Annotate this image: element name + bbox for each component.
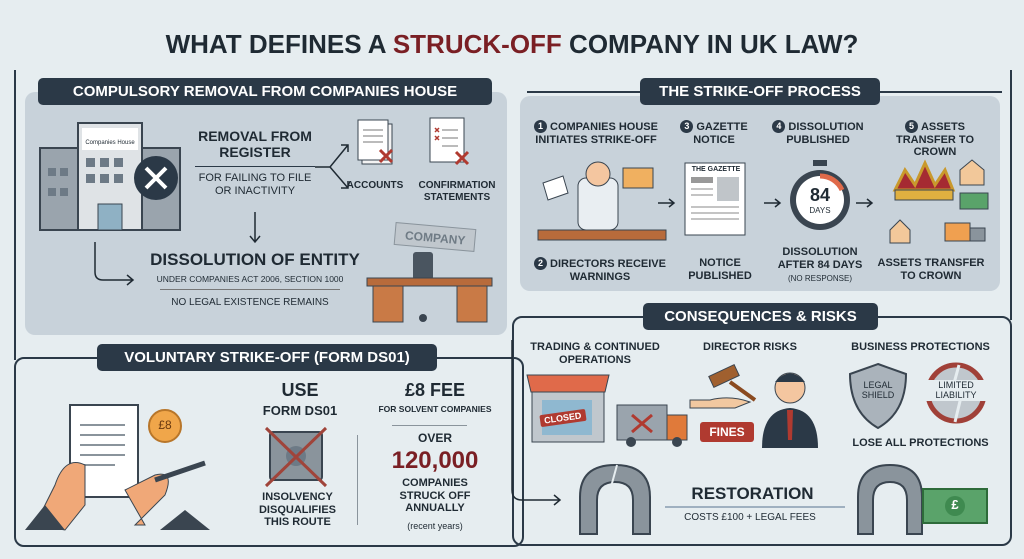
title-highlight: STRUCK-OFF: [392, 29, 562, 59]
accounts-document-icon: [357, 119, 394, 165]
pound-symbol: £: [951, 497, 959, 512]
process-caption-dissolution: DISSOLUTION AFTER 84 DAYS: [777, 246, 863, 271]
restoration-arrow: [665, 506, 845, 508]
crown-assets-icon: [889, 159, 989, 244]
timer-number: 84: [809, 185, 831, 205]
divider: [392, 425, 467, 426]
director-risks-label: DIRECTOR RISKS: [703, 341, 797, 353]
down-arrow-icon: [249, 212, 261, 244]
step-number: 2: [534, 257, 548, 270]
limited-liability-label: LIMITED LIABILITY: [922, 380, 990, 401]
business-protections-label: BUSINESS PROTECTIONS: [851, 341, 990, 353]
title-text: WHAT DEFINES A: [165, 29, 393, 59]
gazette-newspaper-icon: [684, 162, 746, 236]
restoration-loop-arrow-icon: [511, 340, 562, 506]
consequences-header: CONSEQUENCES & RISKS: [643, 303, 878, 330]
stressed-director-icon: [537, 161, 667, 241]
compulsory-header: COMPULSORY REMOVAL FROM COMPANIES HOUSE: [38, 78, 492, 105]
count-label: COMPANIES STRUCK OFF ANNUALLY: [399, 477, 471, 515]
confirmation-statement-icon: [429, 117, 470, 166]
branch-arrow-icon: [315, 144, 349, 189]
process-caption-crown: ASSETS TRANSFER TO CROWN: [877, 257, 985, 282]
timer-unit: DAYS: [809, 206, 831, 215]
removal-reason: FOR FAILING TO FILE OR INACTIVITY: [198, 172, 312, 197]
count-note: (recent years): [407, 521, 463, 531]
insolvency-note: INSOLVENCY DISQUALIFIES THIS ROUTE: [258, 491, 336, 529]
fines-badge: FINES: [700, 422, 754, 442]
use-label: USE: [281, 380, 319, 400]
voluntary-header: VOLUNTARY STRIKE-OFF (FORM DS01): [97, 344, 437, 371]
dissolution-note: NO LEGAL EXISTENCE REMAINS: [171, 297, 329, 308]
dissolution-title: DISSOLUTION OF ENTITY: [150, 250, 360, 269]
connector-line: [1010, 70, 1012, 320]
shield-icon: [848, 362, 908, 430]
count-value: 120,000: [391, 447, 479, 474]
crossed-safe-icon: [264, 426, 328, 488]
lose-protections-label: LOSE ALL PROTECTIONS: [852, 437, 989, 449]
pound-coin-icon: [148, 409, 182, 443]
gazette-title: THE GAZETTE: [691, 166, 741, 173]
divider: [357, 435, 358, 525]
banknote-icon: [922, 488, 988, 524]
accounts-label: ACCOUNTS: [346, 180, 404, 191]
caption-label: DIRECTORS RECEIVE WARNINGS: [550, 258, 666, 283]
process-caption-notice: NOTICE PUBLISHED: [688, 257, 752, 282]
bend-arrow-icon: [94, 242, 135, 286]
coin-label: £8: [158, 418, 172, 432]
legal-shield-label: LEGAL SHIELD: [861, 380, 895, 401]
step-number: 3: [680, 120, 694, 133]
step-label: GAZETTE NOTICE: [693, 121, 748, 146]
step-number: 4: [772, 120, 786, 133]
arrow-icons: [658, 198, 874, 208]
confirmation-label: CONFIRMATION STATEMENTS: [418, 180, 496, 203]
divider: [195, 166, 315, 167]
abandoned-desk-icon: [366, 222, 493, 323]
closed-shop-truck-icon: [526, 374, 688, 447]
form-label: FORM DS01: [262, 403, 338, 418]
step-label: COMPANIES HOUSE INITIATES STRIKE-OFF: [535, 121, 658, 146]
trading-label: TRADING & CONTINUED OPERATIONS: [530, 341, 660, 366]
title-text-end: COMPANY IN UK LAW?: [561, 29, 859, 59]
fee-note: FOR SOLVENT COMPANIES: [378, 404, 492, 414]
dissolution-law: UNDER COMPANIES ACT 2006, SECTION 1000: [156, 274, 344, 284]
building-sign: Companies House: [85, 140, 135, 146]
process-caption-no-response: (NO RESPONSE): [787, 274, 852, 283]
step-number: 1: [534, 120, 547, 133]
fee-label: £8 FEE: [404, 380, 466, 400]
removal-title: REMOVAL FROM REGISTER: [198, 128, 312, 161]
step-label: DISSOLUTION PUBLISHED: [786, 121, 864, 146]
restoration-cost: COSTS £100 + LEGAL FEES: [684, 512, 816, 523]
broken-arch-icon: [579, 463, 651, 535]
step-number: 5: [904, 120, 918, 133]
restored-arch-icon: [857, 463, 923, 535]
page-title: WHAT DEFINES A STRUCK-OFF COMPANY IN UK …: [0, 29, 1024, 60]
companies-house-building-icon: [39, 122, 181, 231]
stopwatch-icon: [790, 160, 850, 230]
step-label: ASSETS TRANSFER TO CROWN: [895, 121, 975, 159]
divider: [160, 289, 340, 290]
process-header: THE STRIKE-OFF PROCESS: [640, 78, 880, 105]
connector-line: [14, 70, 16, 360]
signing-document-icon: [25, 404, 210, 531]
over-label: OVER: [417, 431, 452, 445]
gavel-director-icon: [689, 363, 818, 448]
restoration-label: RESTORATION: [691, 484, 814, 503]
